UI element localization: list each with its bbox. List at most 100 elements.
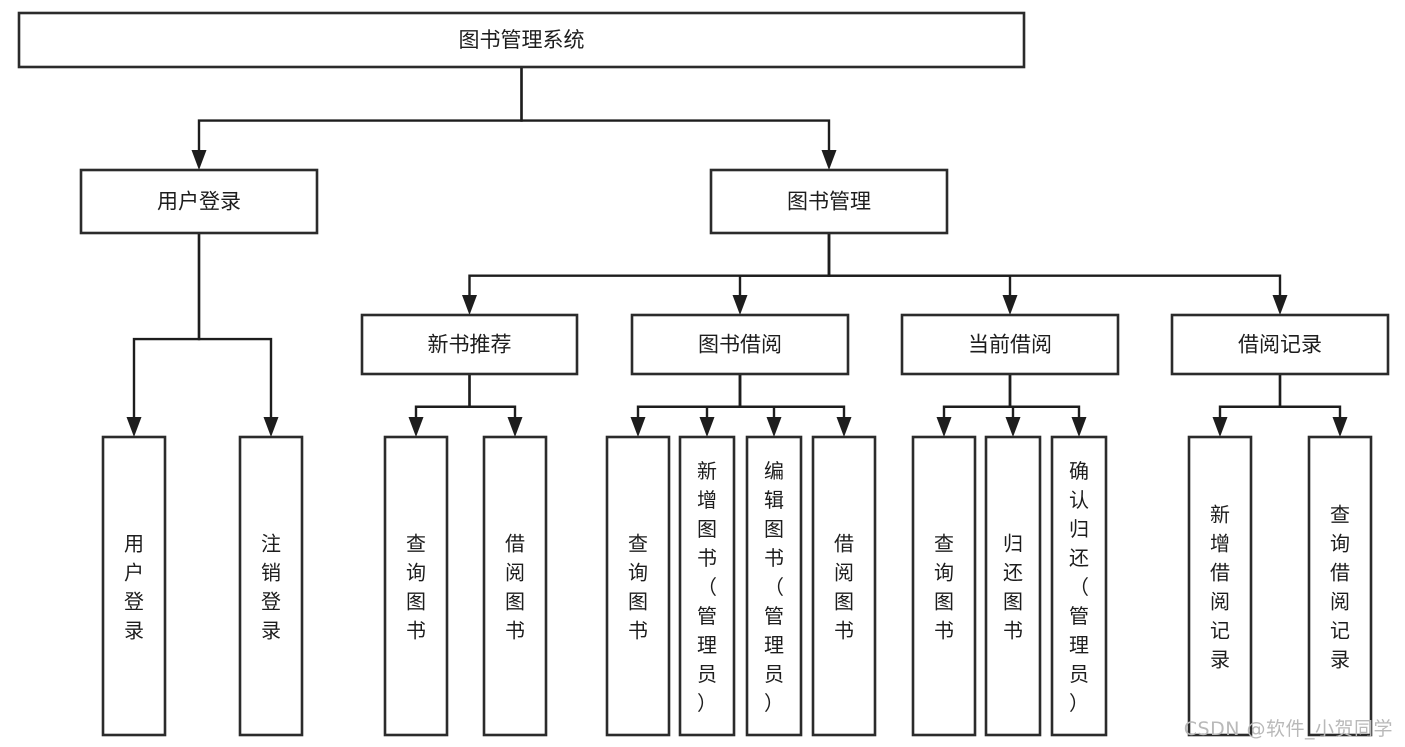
node-label: 图书借阅 <box>698 333 782 357</box>
node-box <box>383 435 449 737</box>
node-label: 用户登录 <box>124 532 144 643</box>
node-label: 新增图书（管理员） <box>697 459 717 715</box>
node-box <box>482 435 548 737</box>
connector-edge-bb-add <box>699 374 742 437</box>
node-leaf-leaf-user-logout[interactable]: 注销登录 <box>238 435 304 737</box>
node-box <box>984 435 1042 737</box>
connector-edge-ul-leaf-user-login <box>126 233 201 437</box>
arrow-head-icon <box>1005 417 1021 437</box>
csdn-watermark: CSDN @软件_小贺同学 <box>1183 718 1393 740</box>
node-box <box>17 11 1026 69</box>
connector-line <box>738 233 831 295</box>
node-root-root[interactable]: 图书管理系统 <box>17 11 1026 69</box>
arrow-head-icon <box>766 417 782 437</box>
connector-edge-br-add <box>1212 374 1282 437</box>
node-box <box>360 313 579 376</box>
node-box <box>678 435 736 737</box>
node-leaf-leaf-add-book-admin[interactable]: 新增图书（管理员） <box>678 435 736 737</box>
arrow-head-icon <box>263 417 279 437</box>
node-box <box>79 168 319 235</box>
node-label: 查询借阅记录 <box>1330 503 1350 672</box>
node-label: 查询图书 <box>934 532 954 643</box>
node-level2-new-book-recommend[interactable]: 新书推荐 <box>360 313 579 376</box>
connector-line <box>1278 374 1342 417</box>
connector-edge-bb-edit <box>738 374 782 437</box>
node-label: 图书管理 <box>787 190 871 214</box>
node-level1-book-management[interactable]: 图书管理 <box>709 168 949 235</box>
node-level2-book-borrow[interactable]: 图书借阅 <box>630 313 850 376</box>
node-label: 新增借阅记录 <box>1210 503 1230 672</box>
node-leaf-leaf-query-book-borrow[interactable]: 查询图书 <box>605 435 671 737</box>
connector-edge-bm-current-borrow <box>827 233 1018 315</box>
node-leaf-leaf-user-login[interactable]: 用户登录 <box>101 435 167 737</box>
connector-line <box>197 67 523 150</box>
arrow-head-icon <box>1212 417 1228 437</box>
arrow-head-icon <box>699 417 715 437</box>
node-label: 编辑图书（管理员） <box>764 459 784 715</box>
node-leaf-leaf-query-book-current[interactable]: 查询图书 <box>911 435 977 737</box>
connector-edge-root-user-login <box>191 67 523 170</box>
node-level2-borrow-record[interactable]: 借阅记录 <box>1170 313 1390 376</box>
node-box <box>1187 435 1253 737</box>
node-box <box>811 435 877 737</box>
node-box <box>1170 313 1390 376</box>
connector-line <box>827 233 1012 295</box>
node-leaf-leaf-query-book-recommend[interactable]: 查询图书 <box>383 435 449 737</box>
connector-line <box>468 233 831 295</box>
arrow-head-icon <box>836 417 852 437</box>
arrow-head-icon <box>507 417 523 437</box>
connector-line <box>1008 374 1081 417</box>
node-box <box>911 435 977 737</box>
arrow-head-icon <box>1332 417 1348 437</box>
node-leaf-leaf-return-book[interactable]: 归还图书 <box>984 435 1042 737</box>
connector-edge-bm-borrow-record <box>827 233 1288 315</box>
arrow-head-icon <box>732 295 748 315</box>
connector-edge-bm-book-borrow <box>732 233 831 315</box>
node-leaf-leaf-borrow-book-recommend[interactable]: 借阅图书 <box>482 435 548 737</box>
node-label: 确认归还（管理员） <box>1069 459 1089 715</box>
connector-edge-nbr-query <box>408 374 471 437</box>
node-level1-user-login[interactable]: 用户登录 <box>79 168 319 235</box>
node-label: 注销登录 <box>261 532 281 643</box>
node-label: 借阅图书 <box>834 532 854 643</box>
node-label: 当前借阅 <box>968 333 1052 357</box>
connector-line <box>738 374 776 417</box>
arrow-head-icon <box>462 295 477 315</box>
arrow-head-icon <box>1071 417 1087 437</box>
node-label: 图书管理系统 <box>459 28 585 52</box>
arrow-head-icon <box>630 417 646 437</box>
connector-edge-br-query <box>1278 374 1348 437</box>
connector-edge-root-book-management <box>520 67 837 170</box>
arrow-head-icon <box>408 417 424 437</box>
connector-edge-bb-query <box>630 374 742 437</box>
connector-edge-ul-leaf-user-logout <box>197 233 279 437</box>
node-label: 借阅图书 <box>505 532 525 643</box>
node-box <box>745 435 803 737</box>
node-leaf-leaf-query-borrow-record[interactable]: 查询借阅记录 <box>1307 435 1373 737</box>
node-leaf-leaf-edit-book-admin[interactable]: 编辑图书（管理员） <box>745 435 803 737</box>
node-leaf-leaf-add-borrow-record[interactable]: 新增借阅记录 <box>1187 435 1253 737</box>
node-box <box>709 168 949 235</box>
nodes-layer: 图书管理系统用户登录图书管理新书推荐图书借阅当前借阅借阅记录用户登录注销登录查询… <box>17 11 1390 737</box>
node-label: 新书推荐 <box>428 333 512 357</box>
connector-line <box>468 374 517 417</box>
node-leaf-leaf-borrow-book[interactable]: 借阅图书 <box>811 435 877 737</box>
connector-line <box>636 374 742 417</box>
arrow-head-icon <box>936 417 952 437</box>
connector-line <box>414 374 471 417</box>
connector-line <box>520 67 831 150</box>
node-box <box>1050 435 1108 737</box>
node-label: 查询图书 <box>406 532 426 643</box>
connector-line <box>132 233 201 417</box>
node-box <box>1307 435 1373 737</box>
connector-edge-cb-return <box>1005 374 1021 437</box>
node-label: 归还图书 <box>1003 532 1023 643</box>
connector-edge-cb-confirm <box>1008 374 1087 437</box>
node-level2-current-borrow[interactable]: 当前借阅 <box>900 313 1120 376</box>
node-leaf-leaf-confirm-return-admin[interactable]: 确认归还（管理员） <box>1050 435 1108 737</box>
connector-line <box>738 374 846 417</box>
connector-edge-bm-new-book-recommend <box>462 233 831 315</box>
connector-line <box>705 374 742 417</box>
